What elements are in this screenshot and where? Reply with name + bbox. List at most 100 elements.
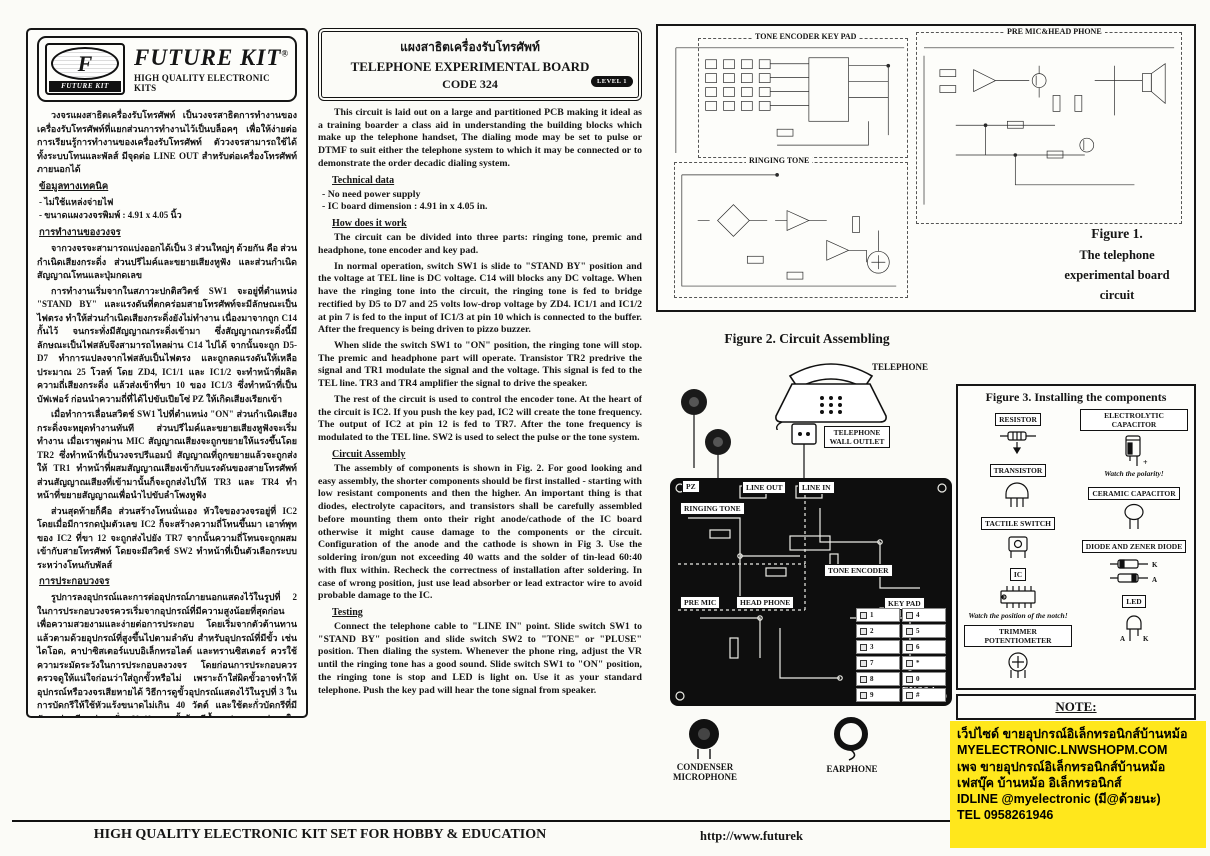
earphone-icon	[834, 717, 868, 761]
trimmer-potentiometer-icon	[1008, 652, 1028, 678]
keypad-key: 2	[856, 624, 900, 638]
thai-technical-data-header: ข้อมูลทางเทคนิค	[39, 181, 109, 192]
resistor-label: RESISTOR	[995, 413, 1041, 426]
key-digit: 7	[870, 659, 874, 667]
tactile-button-icon	[860, 659, 867, 667]
electrolytic-capacitor-item: ELECTROLYTIC CAPACITOR + Watch the polar…	[1080, 409, 1188, 478]
thai-paragraph: ส่วนสุดท้ายก็คือ ส่วนสร้างโทนนั่นเอง หัว…	[37, 505, 297, 570]
line-out-label: LINE OUT	[742, 481, 787, 494]
tone-encoder-dashed-region	[698, 38, 908, 158]
pz-label: PZ	[682, 480, 700, 493]
testing-header: Testing	[332, 606, 363, 618]
title-thai: แผงสาธิตเครื่องรับโทรศัพท์	[400, 40, 540, 54]
contact-line: MYELECTRONIC.LNWSHOPM.COM	[957, 743, 1168, 758]
english-body-text: This circuit is laid out on a large and …	[318, 107, 642, 697]
ringing-dashed-region	[674, 162, 908, 298]
keypad-key: 0	[902, 672, 946, 686]
ic-icon	[1000, 586, 1036, 608]
key-digit: 2	[870, 627, 874, 635]
keypad-key: *	[902, 656, 946, 670]
tactile-switch-icon	[1008, 536, 1028, 558]
kit-code: CODE 324	[442, 77, 498, 91]
ringing-tone-board-label: RINGING TONE	[680, 502, 745, 515]
thai-body-text: วงจรแผงสาธิตเครื่องรับโทรศัพท์ เป็นวงจรส…	[37, 109, 297, 716]
cathode-symbol: K	[1143, 635, 1149, 643]
how-paragraph: When slide the switch SW1 to "ON" positi…	[318, 340, 642, 390]
keypad-key: 7	[856, 656, 900, 670]
keypad-key: 1	[856, 608, 900, 622]
transistor-label: TRANSISTOR	[989, 464, 1047, 477]
condenser-microphone-icon	[689, 719, 719, 759]
future-kit-logo: F FUTURE KIT FUTURE KIT® HIGH QUALITY EL…	[37, 36, 297, 102]
circuit-assembly-header: Circuit Assembly	[332, 448, 406, 460]
how-it-works-header: How does it work	[332, 218, 407, 230]
transistor-item: TRANSISTOR	[964, 460, 1072, 508]
anode-symbol: A	[1120, 635, 1125, 643]
brand-name: FUTURE KIT®	[134, 45, 289, 71]
keypad-key: 9	[856, 688, 900, 702]
key-digit: *	[916, 659, 920, 667]
brand-text: FUTURE KIT	[134, 45, 282, 70]
figure1-caption-line: Figure 1.	[1091, 226, 1143, 241]
tactile-button-icon	[860, 643, 867, 651]
figure1-caption-line: experimental board	[1064, 268, 1170, 282]
key-digit: 5	[916, 627, 920, 635]
circuit-schematic-drawing	[675, 47, 1175, 287]
keypad-key: 8	[856, 672, 900, 686]
figure3-left-column: RESISTOR TRANSISTOR	[964, 409, 1072, 685]
thai-paragraph: การทำงานเริ่มจากในสภาวะปกติสวิตช์ SW1 จะ…	[37, 285, 297, 404]
telephone-label: TELEPHONE	[872, 362, 929, 372]
level-badge: LEVEL 1	[590, 76, 633, 87]
how-paragraph: The rest of the circuit is used to contr…	[318, 393, 642, 444]
plus-symbol: +	[1143, 458, 1148, 467]
key-digit: 3	[870, 643, 874, 651]
key-digit: 1	[870, 611, 874, 619]
line-in-label: LINE IN	[798, 481, 835, 494]
polarity-note: Watch the polarity!	[1104, 469, 1164, 478]
thai-intro-paragraph: วงจรแผงสาธิตเครื่องรับโทรศัพท์ เป็นวงจรส…	[37, 110, 297, 174]
tactile-button-icon	[860, 675, 867, 683]
keypad-key: 6	[902, 640, 946, 654]
telephone-illustration	[775, 363, 887, 430]
key-digit: 9	[870, 691, 874, 699]
diode-zener-item: DIODE AND ZENER DIODE K A	[1080, 536, 1188, 586]
note-header: NOTE:	[1055, 699, 1097, 714]
condenser-microphone-label: CONDENSER MICROPHONE	[673, 762, 737, 782]
cathode-symbol: K	[1152, 561, 1158, 569]
wall-outlet-label: TELEPHONE WALL OUTLET	[824, 426, 890, 448]
contact-line: เฟสบุ๊ค บ้านหม้อ อิเล็กทรอนิกส์	[957, 775, 1122, 790]
tactile-button-icon	[906, 611, 913, 619]
website-url: http://www.futurek	[700, 829, 803, 843]
figure3-right-column: ELECTROLYTIC CAPACITOR + Watch the polar…	[1080, 409, 1188, 685]
title-english: TELEPHONE EXPERIMENTAL BOARD	[350, 59, 590, 74]
key-digit: 4	[916, 611, 920, 619]
keypad-key: #	[902, 688, 946, 702]
contact-line: TEL 0958261946	[957, 808, 1054, 823]
seller-contact-sticker: เว็ปไซด์ ขายอุปกรณ์อิเล็กทรอนิกส์บ้านหม้…	[950, 721, 1206, 848]
anode-symbol: A	[1152, 576, 1157, 584]
keypad-grid: 1 4 2 5 3 6 7 * 8 0 9 #	[856, 608, 946, 702]
keypad-key: 5	[902, 624, 946, 638]
ceramic-capacitor-icon	[1124, 503, 1144, 529]
tactile-button-icon	[906, 691, 913, 699]
figure3-title: Figure 3. Installing the components	[985, 390, 1167, 404]
key-digit: #	[916, 691, 920, 699]
tactile-switch-label: TACTILE SWITCH	[981, 517, 1055, 530]
tactile-button-icon	[860, 691, 867, 699]
wall-outlet-icon	[791, 423, 817, 478]
keypad-key: 3	[856, 640, 900, 654]
figure1-schematic-panel: TONE ENCODER KEY PAD PRE MIC&HEAD PHONE …	[656, 24, 1196, 312]
tactile-button-icon	[860, 611, 867, 619]
trimmer-item: TRIMMER POTENTIOMETER	[964, 625, 1072, 680]
ringing-tone-label: RINGING TONE	[746, 156, 813, 165]
premic-headphone-label: PRE MIC&HEAD PHONE	[1004, 27, 1105, 36]
figure1-caption-line: circuit	[1099, 288, 1135, 302]
figure2-title: Figure 2. Circuit Assembling	[724, 331, 890, 346]
brand-block: FUTURE KIT® HIGH QUALITY ELECTRONIC KITS	[134, 45, 289, 93]
thai-how-it-works-header: การทำงานของวงจร	[39, 227, 121, 238]
ceramic-capacitor-item: CERAMIC CAPACITOR	[1080, 483, 1188, 531]
future-kit-emblem-icon: F FUTURE KIT	[45, 43, 125, 95]
footer-slogan: HIGH QUALITY ELECTRONIC KIT SET FOR HOBB…	[93, 827, 547, 842]
center-english-column: แผงสาธิตเครื่องรับโทรศัพท์ TELEPHONE EXP…	[318, 28, 642, 820]
led-label: LED	[1122, 595, 1146, 608]
